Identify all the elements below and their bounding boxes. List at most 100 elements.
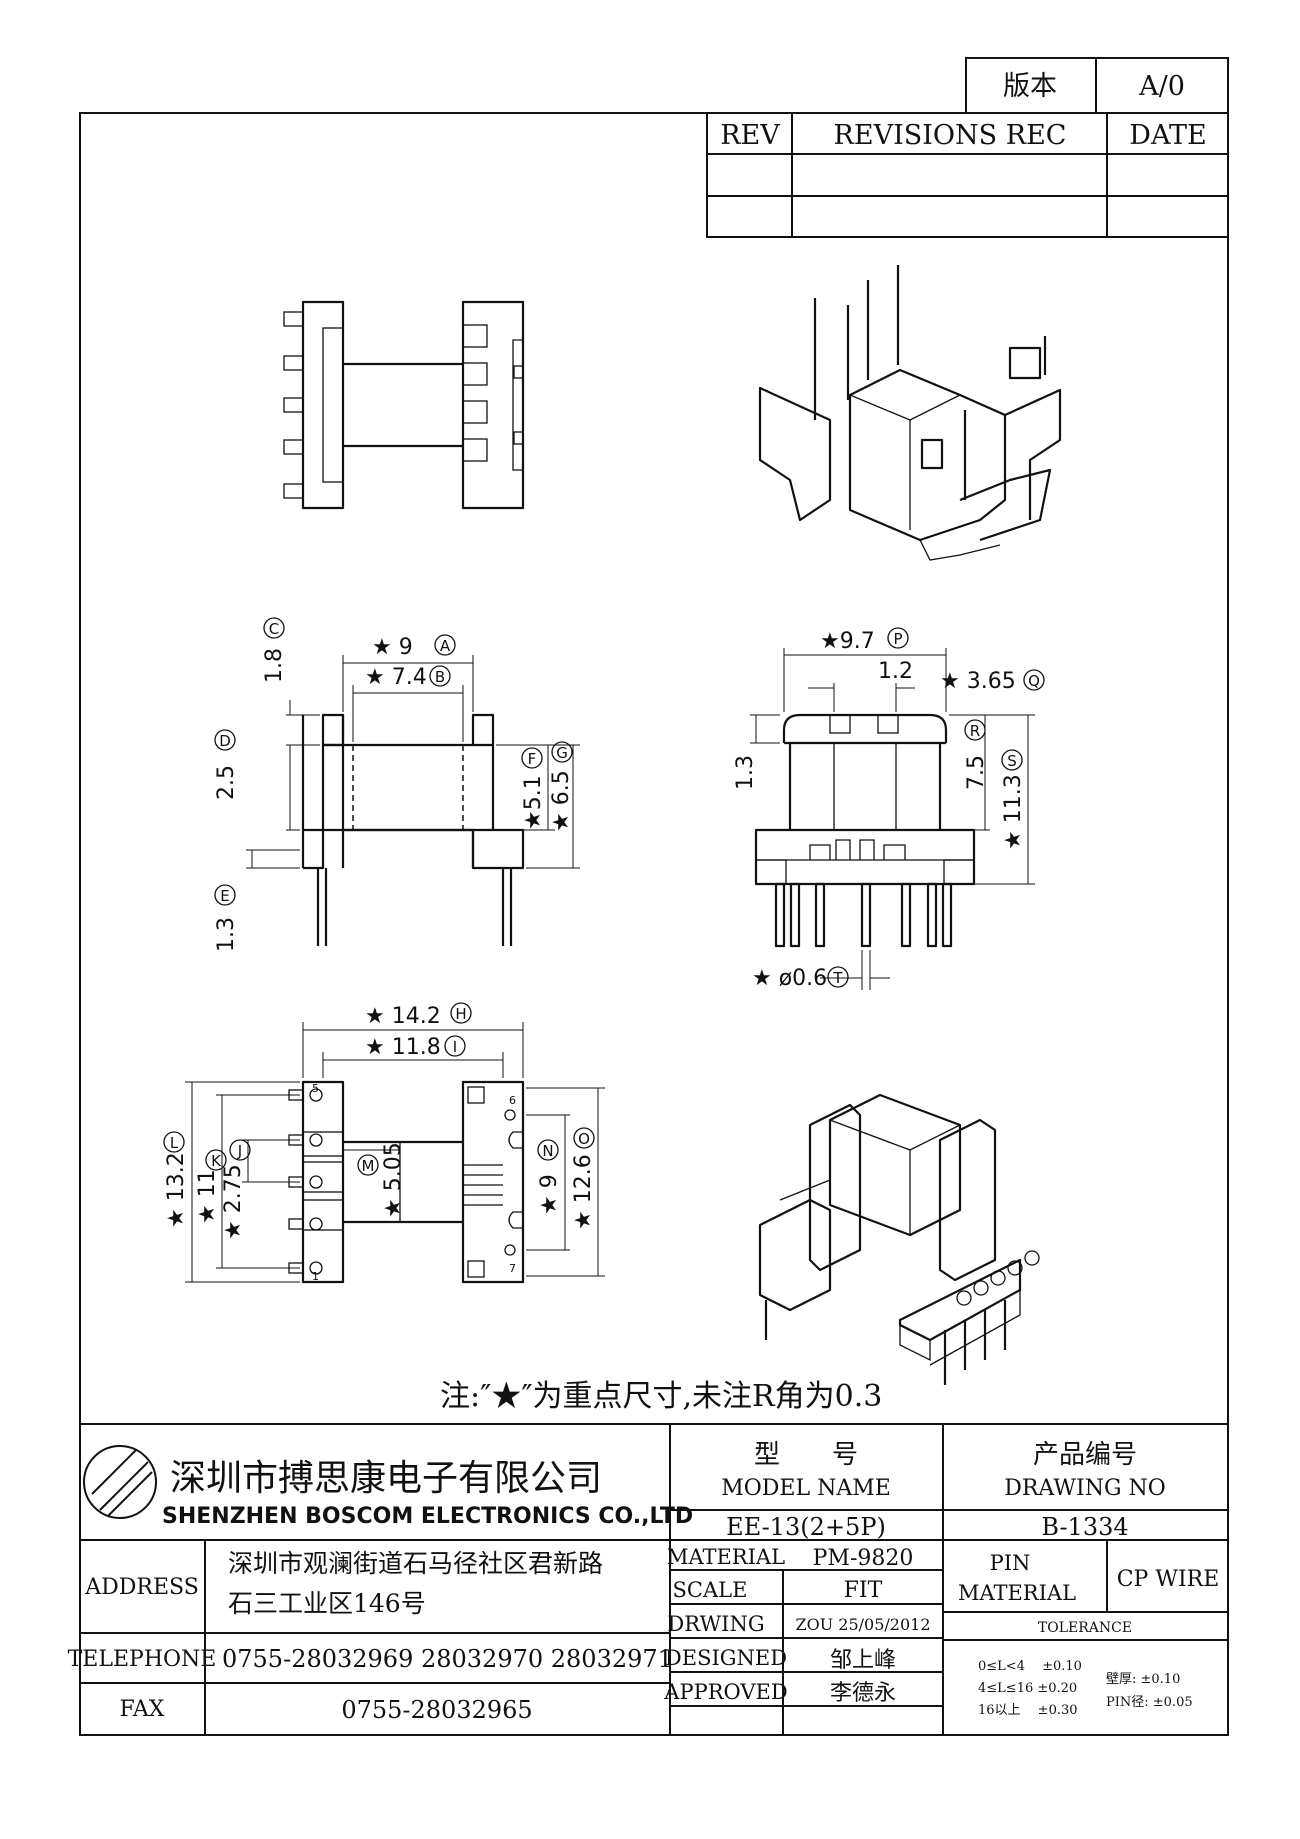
dim-r-text: 7.5 [964, 755, 989, 790]
dim-j-text: ★ 2.75 [221, 1164, 246, 1240]
letter-f: F [528, 750, 537, 768]
dim-13-text: 1.3 [733, 755, 758, 790]
letter-g: G [556, 744, 568, 762]
model-label-cn: 型 号 [754, 1440, 858, 1470]
front-view [301, 713, 525, 946]
dim-e-text: 1.3 [214, 917, 239, 952]
dim-g-text: ★ 6.5 [549, 770, 574, 832]
drawing-date: ZOU 25/05/2012 [795, 1615, 930, 1634]
telephone-label: TELEPHONE [68, 1647, 217, 1672]
address-line-2: 石三工业区146号 [228, 1589, 426, 1618]
top-view [283, 300, 525, 510]
dim-p-text: ★9.7 [820, 629, 875, 654]
letter-c: C [269, 620, 279, 638]
dim-h-text: ★ 14.2 [365, 1004, 441, 1029]
letter-q: Q [1028, 672, 1040, 690]
side-view [754, 713, 976, 948]
model-value: EE-13(2+5P) [726, 1513, 886, 1541]
sheet-border [79, 112, 1229, 1736]
pin-material-label-1: PIN [990, 1551, 1031, 1575]
tolerance-range-2: 4≤L≤16 ±0.20 [978, 1681, 1077, 1696]
title-block [80, 1423, 1228, 1735]
dim-a-text: ★ 9 [372, 635, 413, 660]
front-view-dimensions [246, 655, 580, 869]
letter-e: E [220, 887, 229, 905]
letter-m: M [362, 1157, 375, 1175]
drawing-no-value: B-1334 [1041, 1513, 1128, 1541]
dim-mid-text: 1.2 [878, 659, 913, 684]
rev-header: REV [720, 120, 780, 151]
revisions-rec-header: REVISIONS REC [834, 120, 1067, 151]
fax-value: 0755-28032965 [341, 1696, 532, 1724]
dim-i-text: ★ 11.8 [365, 1035, 441, 1060]
telephone-value: 0755-28032969 28032970 28032971 [222, 1645, 673, 1673]
tolerance-range-1: 0≤L<4 ±0.10 [978, 1659, 1082, 1674]
revision-table: REV REVISIONS REC DATE [706, 112, 1229, 238]
fax-label: FAX [120, 1697, 165, 1722]
company-name-en: SHENZHEN BOSCOM ELECTRONICS CO.,LTD [162, 1504, 693, 1529]
model-label-en: MODEL NAME [721, 1476, 891, 1501]
address-label: ADDRESS [84, 1575, 199, 1600]
dim-m-text: ★ 5.05 [381, 1142, 406, 1218]
designed-label: DESIGNED [665, 1646, 787, 1670]
dimension-labels: ★ 9 A ★ 7.4 B 1.8 C 2.5 D 1.3 E ★5.1 F ★… [163, 617, 1045, 1240]
drawing-label: DRWING [667, 1612, 764, 1636]
bottom-view-dimensions [185, 1022, 605, 1283]
designed-value: 邹上峰 [830, 1648, 896, 1673]
company-name-cn: 深圳市搏思康电子有限公司 [170, 1458, 602, 1499]
scale-label: SCALE [673, 1578, 748, 1602]
date-header: DATE [1129, 120, 1206, 151]
pin-number-1: 1 [312, 1270, 319, 1283]
drawing-no-label-en: DRAWING NO [1004, 1476, 1166, 1501]
pin-number-7: 7 [509, 1262, 516, 1275]
letter-l: L [170, 1134, 179, 1152]
pin-number-6: 6 [509, 1094, 516, 1107]
letter-s: S [1007, 752, 1017, 770]
tolerance-pin: PIN径: ±0.05 [1106, 1695, 1193, 1710]
tolerance-range-3: 16以上 ±0.30 [978, 1703, 1078, 1718]
tolerance-label: TOLERANCE [1038, 1620, 1132, 1636]
letter-d: D [219, 732, 231, 750]
letter-h: H [455, 1005, 466, 1023]
letter-p: P [893, 630, 902, 648]
dim-q-text: ★ 3.65 [940, 669, 1016, 694]
letter-k: K [211, 1152, 222, 1170]
version-box: 版本 A/0 [965, 57, 1229, 114]
letter-b: B [435, 668, 445, 686]
approved-label: APPROVED [663, 1680, 787, 1704]
letter-j: J [237, 1142, 242, 1160]
bottom-view: 5 1 6 7 [288, 1080, 525, 1284]
letter-n: N [542, 1142, 553, 1160]
pin-material-value: CP WIRE [1117, 1567, 1220, 1592]
dim-d-text: 2.5 [214, 765, 239, 800]
material-value: PM-9820 [813, 1546, 914, 1571]
dim-s-text: ★ 11.3 [1001, 774, 1026, 850]
dim-k-text: ★ 11 [195, 1169, 220, 1224]
address-line-1: 深圳市观澜街道石马径社区君新路 [228, 1549, 603, 1578]
isometric-view-top [758, 265, 1062, 561]
isometric-view-bottom [758, 1093, 1040, 1385]
letter-a: A [440, 637, 451, 655]
material-label: MATERIAL [667, 1545, 785, 1569]
dim-f-text: ★5.1 [521, 775, 546, 830]
dim-b-text: ★ 7.4 [365, 665, 427, 690]
company-logo [83, 1445, 157, 1519]
dim-t-text: ★ ø0.6 [752, 966, 827, 991]
scale-value: FIT [844, 1578, 883, 1603]
dim-o-text: ★ 12.6 [571, 1154, 596, 1230]
drawing-no-label-cn: 产品编号 [1033, 1440, 1137, 1470]
letter-r: R [970, 722, 980, 740]
dim-c-text: 1.8 [262, 648, 287, 683]
dim-l-text: ★ 13.2 [164, 1152, 189, 1228]
pin-number-5: 5 [312, 1082, 319, 1095]
letter-i: I [453, 1038, 457, 1056]
side-view-dimensions [750, 648, 1035, 990]
dim-n-text: ★ 9 [537, 1174, 562, 1215]
version-label: 版本 [1003, 71, 1057, 102]
drawing-note: 注:″★″为重点尺寸,未注R角为0.3 [440, 1379, 882, 1414]
pin-material-label-2: MATERIAL [958, 1581, 1076, 1605]
letter-t: T [832, 969, 843, 987]
version-value: A/0 [1138, 71, 1185, 102]
letter-o: O [578, 1130, 590, 1148]
